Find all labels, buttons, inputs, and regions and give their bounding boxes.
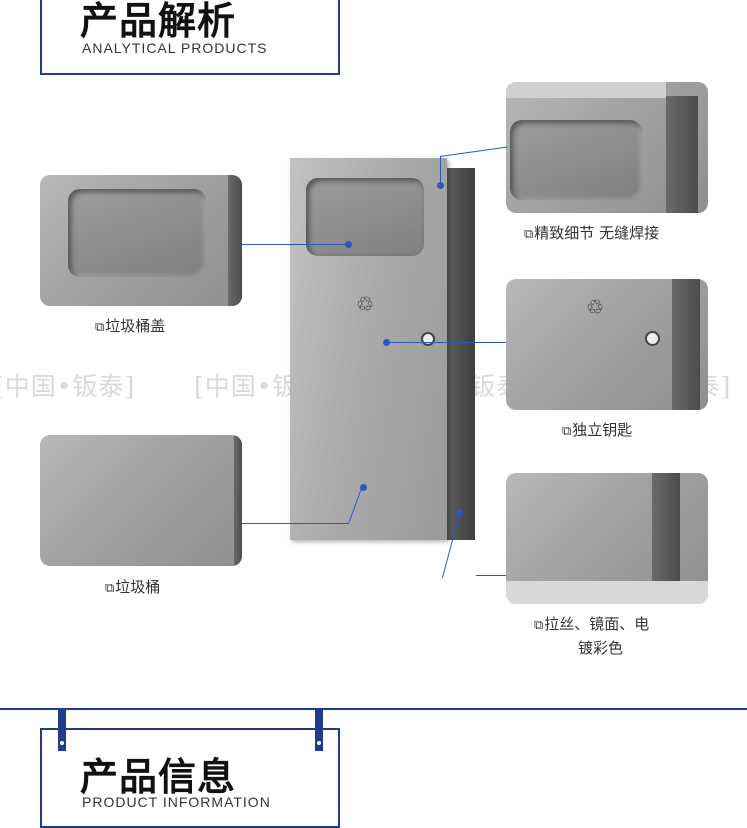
caption-lid: ⧉垃圾桶盖	[95, 317, 166, 335]
bin-photo-panel	[40, 435, 242, 566]
bullet-icon: ⧉	[524, 227, 534, 242]
bullet-icon: ⧉	[105, 581, 115, 596]
leader-line-key	[386, 342, 506, 343]
finish-photo-panel	[506, 473, 708, 604]
leader-line-detail	[439, 146, 508, 157]
cabinet-side	[447, 168, 475, 540]
caption-finish-line2: 镀彩色	[578, 639, 624, 657]
caption-bin: ⧉垃圾桶	[105, 578, 161, 596]
lid-photo-panel	[40, 175, 242, 306]
key-photo-panel: ♲	[506, 279, 708, 410]
analysis-title-en: ANALYTICAL PRODUCTS	[82, 40, 268, 56]
cabinet-front: ♲	[290, 158, 447, 540]
leader-dot-bin	[360, 484, 367, 491]
bracket-left-dot	[60, 741, 64, 745]
leader-dot-lid	[345, 241, 352, 248]
caption-finish-line1: ⧉拉丝、镜面、电	[534, 615, 650, 633]
keyhole-lock-icon	[421, 332, 435, 346]
caption-key: ⧉独立钥匙	[562, 421, 633, 439]
trash-person-icon: ♲	[356, 292, 374, 316]
bullet-icon: ⧉	[95, 320, 105, 335]
bracket-right-dot	[317, 741, 321, 745]
bracket-right	[315, 709, 323, 751]
leader-line-lid	[242, 244, 348, 245]
detail-photo-panel	[506, 82, 708, 213]
cabinet-opening	[306, 178, 424, 256]
info-heading-box	[40, 728, 340, 828]
caption-detail: ⧉精致细节 无缝焊接	[524, 224, 660, 242]
section-divider	[0, 708, 747, 710]
keyhole-lock-icon	[645, 331, 660, 346]
analysis-heading-box	[40, 0, 340, 75]
watermark: [中国•钣泰]	[0, 372, 136, 401]
bullet-icon: ⧉	[562, 424, 572, 439]
leader-line-detail-v	[440, 156, 441, 184]
leader-line-finish	[476, 575, 506, 576]
analysis-title-cn: 产品解析	[80, 0, 237, 43]
trash-person-icon: ♲	[586, 295, 604, 319]
leader-dot-finish	[456, 510, 463, 517]
bullet-icon: ⧉	[534, 618, 544, 633]
leader-dot-key	[383, 339, 390, 346]
leader-dot-detail	[437, 182, 444, 189]
info-title-en: PRODUCT INFORMATION	[82, 794, 271, 810]
bracket-left	[58, 709, 66, 751]
info-title-cn: 产品信息	[80, 755, 237, 799]
leader-line-bin	[242, 523, 349, 524]
